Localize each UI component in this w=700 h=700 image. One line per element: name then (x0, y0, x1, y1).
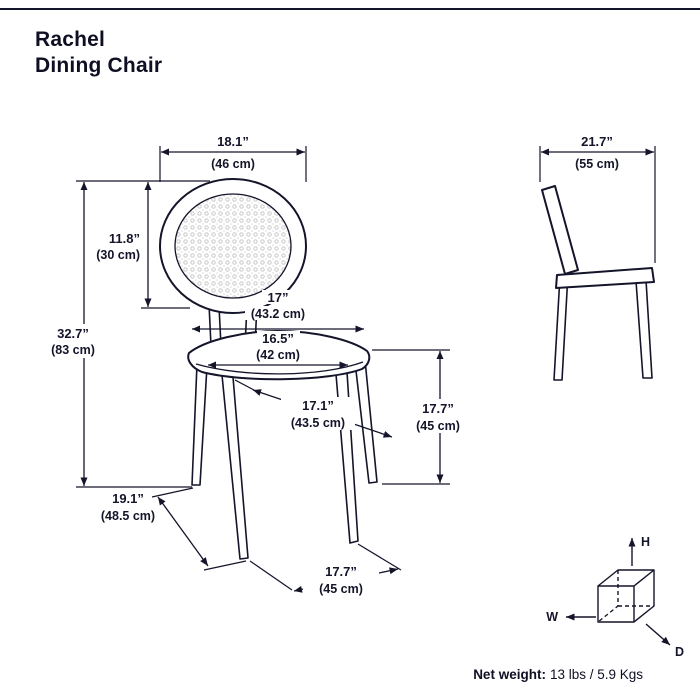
label-mask (404, 399, 474, 433)
axis-label-h: H (641, 535, 650, 549)
net-weight-value: 13 lbs / 5.9 Kgs (549, 667, 643, 682)
dim-seat-width-inches: 16.5” (262, 331, 294, 346)
dim-floor-depth: 19.1” (48.5 cm) (101, 487, 247, 571)
dim-overall-height-cm: (83 cm) (51, 343, 95, 357)
leg-front-left (221, 374, 249, 560)
label-mask (262, 290, 295, 304)
chair-side-view (541, 185, 655, 381)
cube-front-face (597, 585, 635, 623)
side-backrest (541, 185, 579, 275)
dim-side-depth-cm: (55 cm) (575, 157, 619, 171)
dim-overall-height: 32.7” (83 cm) (44, 180, 210, 488)
dim-seat-depth-cm: (43.5 cm) (291, 416, 345, 430)
dim-seat-width: 16.5” (42 cm) (208, 331, 348, 369)
label-mask (250, 347, 307, 361)
backrest-cane-panel (174, 193, 292, 299)
dim-seat-height-inches: 17.7” (422, 401, 454, 416)
depth-axis-arrow (645, 623, 671, 646)
dim-front-width-cm: (45 cm) (319, 582, 363, 596)
dim-seat-height-cm: (45 cm) (416, 419, 460, 433)
dim-seat-back-width-cm: (43.2 cm) (251, 307, 305, 321)
dim-seat-back-width: 17” (43.2 cm) (192, 290, 364, 333)
dim-back-height-inches: 11.8” (109, 231, 140, 246)
net-weight: Net weight:13 lbs / 5.9 Kgs (473, 667, 643, 682)
leg-back-left (191, 363, 208, 486)
product-title-line2: Dining Chair (35, 53, 163, 77)
dim-overall-height-inches: 32.7” (57, 326, 89, 341)
dim-side-depth-inches: 21.7” (581, 134, 613, 149)
dim-back-width-cm: (46 cm) (211, 157, 255, 171)
axis-cube: H W D (546, 535, 684, 659)
dim-back-height-cm: (30 cm) (96, 248, 140, 262)
product-title: Rachel Dining Chair (35, 27, 162, 78)
label-mask (245, 306, 311, 320)
axis-label-w: W (546, 610, 558, 624)
dim-side-depth: 21.7” (55 cm) (539, 134, 656, 263)
dim-seat-height: 17.7” (45 cm) (372, 349, 474, 485)
product-title-line1: Rachel (35, 28, 106, 51)
leg-back-right (354, 359, 378, 484)
dim-back-width: 18.1” (46 cm) (159, 134, 307, 182)
dim-seat-width-cm: (42 cm) (256, 348, 300, 362)
side-leg-front (635, 279, 653, 379)
label-mask (281, 397, 355, 430)
top-rule (0, 8, 700, 10)
dim-seat-back-width-inches: 17” (268, 290, 289, 305)
dim-floor-depth-inches: 19.1” (112, 491, 144, 506)
side-leg-back (553, 273, 569, 381)
dim-front-width: 17.7” (45 cm) (249, 543, 402, 596)
dim-seat-depth-inches: 17.1” (302, 398, 334, 413)
chair-front-view (159, 178, 378, 560)
net-weight-label: Net weight: (473, 667, 546, 682)
dim-back-height: 11.8” (30 cm) (96, 182, 190, 309)
label-mask (44, 324, 104, 358)
dim-back-width-inches: 18.1” (217, 134, 249, 149)
label-mask (257, 331, 300, 345)
dim-floor-depth-cm: (48.5 cm) (101, 509, 155, 523)
cube-top-face (597, 569, 655, 587)
axis-label-d: D (675, 645, 684, 659)
dim-front-width-inches: 17.7” (325, 564, 357, 579)
label-mask (303, 563, 379, 596)
dim-seat-depth: 17.1” (43.5 cm) (234, 379, 393, 438)
side-seat (555, 267, 655, 289)
